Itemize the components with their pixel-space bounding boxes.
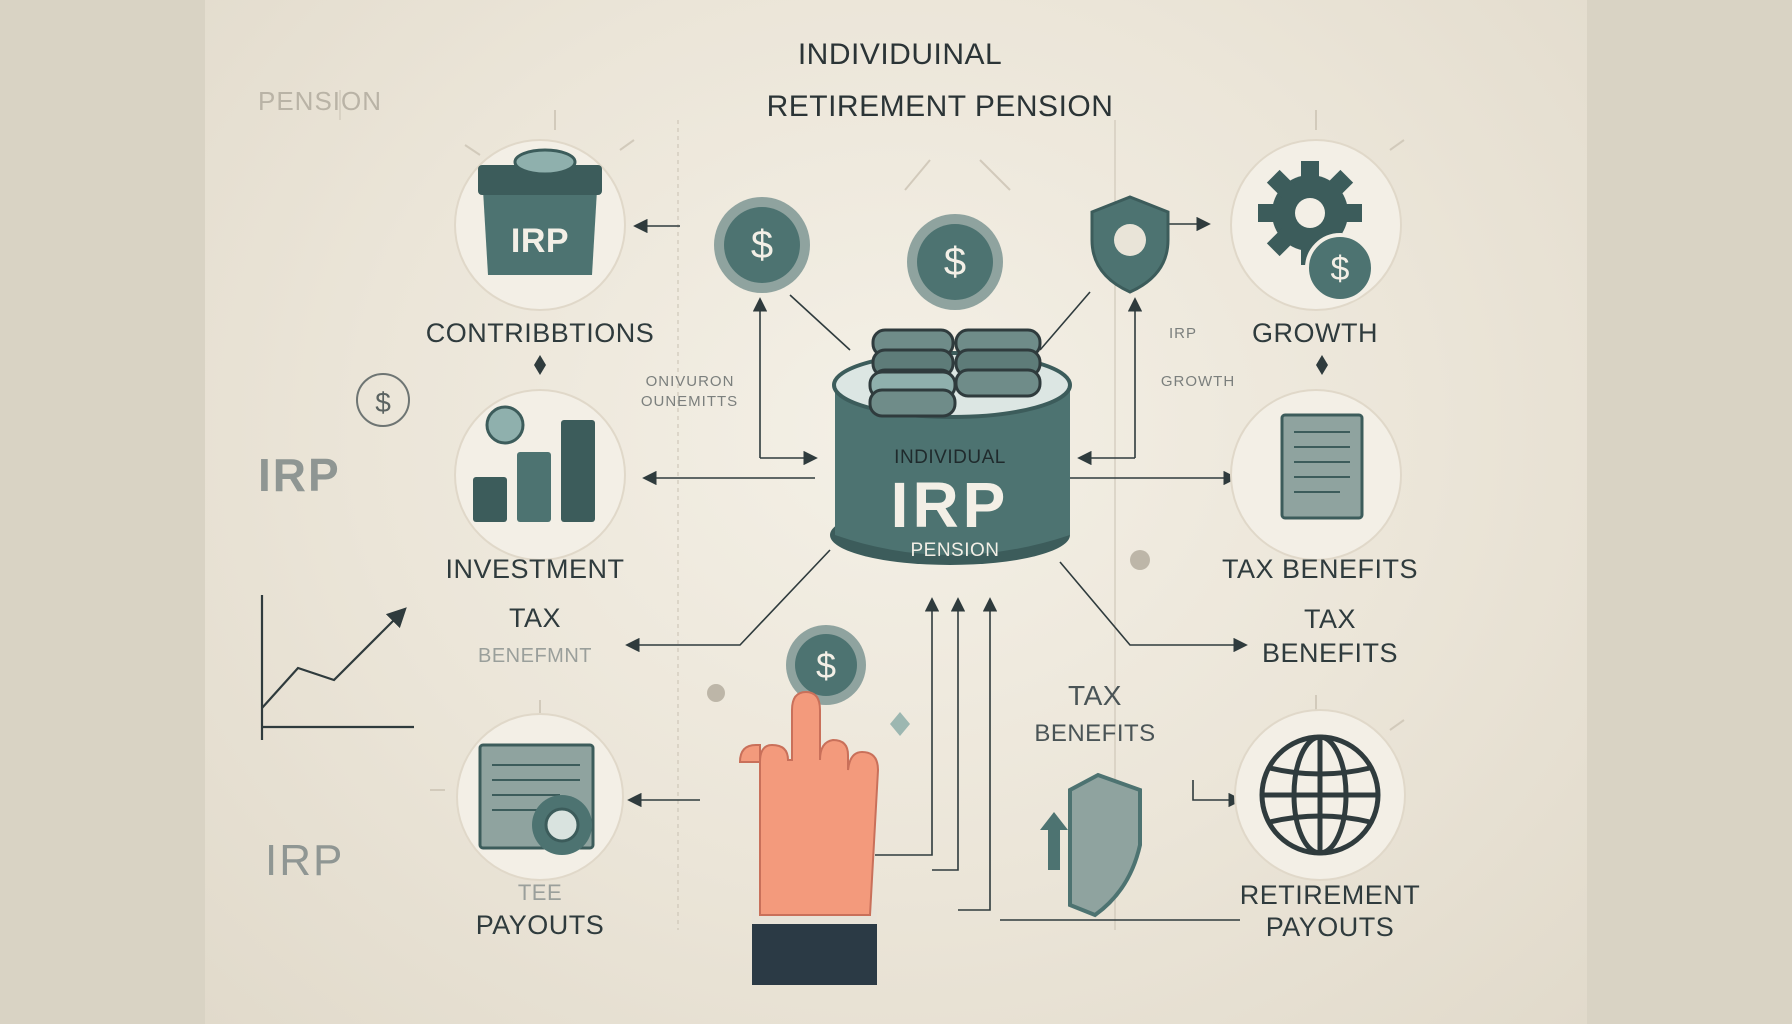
- investment-node: [454, 389, 626, 561]
- shield-icons: [1040, 195, 1170, 918]
- pot-top-text: INDIVIDUAL: [894, 447, 1006, 468]
- label-payouts-top: TEE: [517, 880, 563, 905]
- growth-line-chart: [260, 595, 414, 740]
- tax-center-line1: TAX: [1068, 680, 1122, 711]
- retirement-payouts-node: [1234, 709, 1406, 881]
- small-right-irp: IRP: [1168, 325, 1197, 342]
- svg-text:$: $: [944, 240, 966, 284]
- payouts-node: [456, 713, 624, 881]
- tax-left-line2: BENEFMNT: [478, 645, 592, 667]
- tax-document-node: [1230, 389, 1402, 561]
- label-tax-benefits: TAX BENEFITS: [1221, 554, 1419, 584]
- tax-right-line2: BENEFITS: [1261, 638, 1399, 668]
- label-contributions: CONTRIBBTIONS: [425, 318, 655, 348]
- sparkle-rays: [430, 110, 1405, 791]
- pot-main-text: IRP: [890, 469, 1010, 541]
- tax-right-line1: TAX: [1303, 604, 1356, 634]
- pointing-hand: [738, 690, 880, 985]
- small-left-line2: OUNEMITTS: [640, 393, 739, 410]
- connector-diamonds: [534, 355, 1328, 375]
- svg-text:$: $: [375, 387, 391, 418]
- label-retirement-payouts-2: PAYOUTS: [1265, 912, 1395, 942]
- pot-bottom-text: PENSION: [910, 540, 1000, 561]
- irp-left-lower: IRP: [265, 836, 345, 885]
- svg-text:$: $: [816, 645, 836, 686]
- small-right-growth: GROWTH: [1160, 373, 1236, 390]
- label-growth: GROWTH: [1252, 318, 1378, 348]
- central-pension-pot: [830, 328, 1072, 565]
- contributions-node: [454, 139, 626, 311]
- ghost-word: PENSION: [258, 86, 383, 116]
- page-title-line1: INDIVIDUINAL: [797, 38, 1003, 71]
- small-left-line1: ONIVURON: [645, 373, 735, 390]
- label-investment: INVESTMENT: [445, 554, 625, 584]
- irp-left-upper: IRP: [258, 449, 341, 501]
- connector-arrows: [625, 216, 1248, 921]
- growth-node: $: [1230, 139, 1402, 311]
- faint-glyphs: [707, 550, 1150, 736]
- page-title-line2: RETIREMENT PENSION: [766, 90, 1114, 123]
- dollar-coins: $ $ $ $: [356, 197, 1003, 705]
- label-retirement-payouts-1: RETIREMENT: [1239, 880, 1421, 910]
- svg-text:$: $: [751, 223, 773, 267]
- tax-center-line2: BENEFITS: [1034, 720, 1156, 747]
- tax-left-line1: TAX: [508, 603, 561, 633]
- svg-text:$: $: [1331, 250, 1350, 288]
- label-payouts: PAYOUTS: [475, 910, 605, 940]
- contributions-box-label: IRP: [510, 222, 570, 260]
